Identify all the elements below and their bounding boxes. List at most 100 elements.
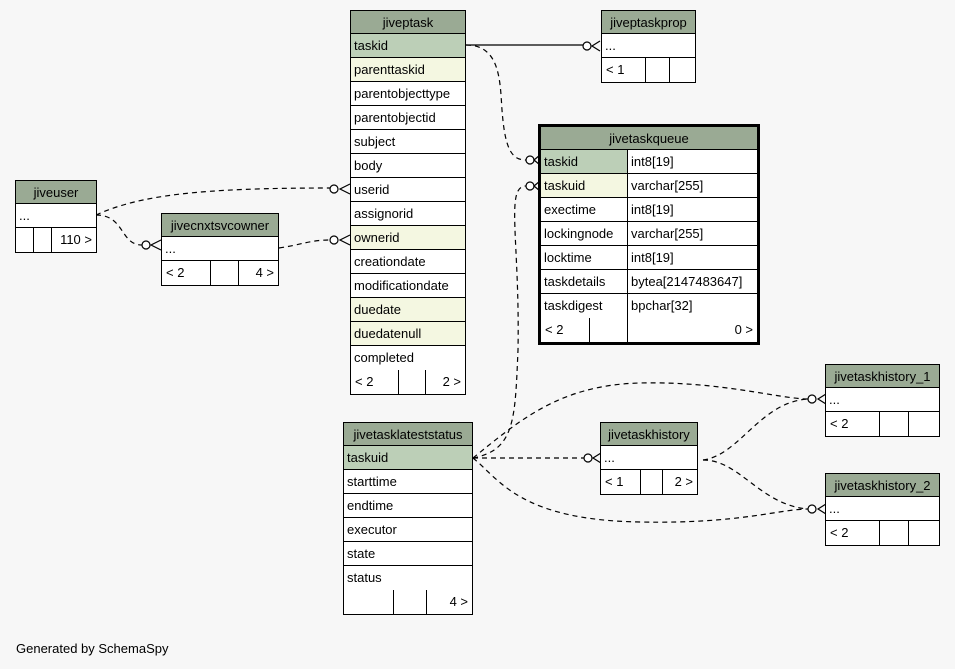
column-row[interactable]: creationdate [351,250,465,274]
table-jivetaskhistory-2[interactable]: jivetaskhistory_2 ... < 2 [825,473,940,546]
column-name: creationdate [354,254,426,269]
column-row[interactable]: body [351,154,465,178]
column-row[interactable]: taskid [351,34,465,58]
table-title[interactable]: jivetaskqueue [541,127,757,150]
column-name: taskdigest [544,298,603,313]
link-history-history2 [702,459,809,510]
column-row[interactable]: modificationdate [351,274,465,298]
footer-cols [34,228,52,252]
table-title[interactable]: jivetaskhistory [601,423,697,446]
column-type: bytea[2147483647] [627,270,757,293]
column-row[interactable]: duedatenull [351,322,465,346]
column-name: parentobjectid [354,110,436,125]
column-ellipsis: ... [16,204,96,228]
column-name: endtime [347,498,394,513]
column-row[interactable]: duedate [351,298,465,322]
table-title[interactable]: jiveptask [351,11,465,34]
column-name: executor [347,522,397,537]
column-name: ownerid [354,230,400,245]
table-jivecnxtsvcowner[interactable]: jivecnxtsvcowner ... < 2 4 > [161,213,279,286]
footer-cols [646,58,670,82]
table-jiveuser[interactable]: jiveuser ... 110 > [15,180,97,253]
column-name: taskuid [544,178,586,193]
column-row[interactable]: taskdetails bytea[2147483647] [541,270,757,294]
column-name: duedate [354,302,401,317]
table-title[interactable]: jivetasklateststatus [344,423,472,446]
column-row[interactable]: subject [351,130,465,154]
link-user-userid [95,187,331,216]
footer-children: 4 > [255,265,274,280]
column-row[interactable]: parentobjecttype [351,82,465,106]
column-row[interactable]: assignorid [351,202,465,226]
footer-cols [880,412,909,436]
column-name: subject [354,134,396,149]
column-type: varchar[255] [627,174,757,197]
column-ellipsis: ... [602,34,695,58]
column-row[interactable]: taskid int8[19] [541,150,757,174]
link-latest-history2 [472,457,809,523]
footer-cols [394,590,427,614]
column-ellipsis: ... [162,237,278,261]
column-name: taskid [544,154,578,169]
link-history-history1 [702,398,809,461]
column-row[interactable]: userid [351,178,465,202]
column-ellipsis: ... [826,388,939,412]
table-jivetaskhistory-1[interactable]: jivetaskhistory_1 ... < 2 [825,364,940,437]
footer-parents [16,228,34,252]
table-jiveptaskprop[interactable]: jiveptaskprop ... < 1 [601,10,696,83]
table-jivetasklateststatus[interactable]: jivetasklateststatus taskuid starttime end… [343,422,473,615]
column-name: userid [354,182,390,197]
footer-children: 2 > [674,474,693,489]
column-row[interactable]: starttime [344,470,472,494]
footer-parents: < 2 [826,412,880,436]
column-name: exectime [544,202,597,217]
column-name: modificationdate [354,278,449,293]
column-row[interactable]: status [344,566,472,590]
footer-children: 110 > [60,232,92,247]
column-type: int8[19] [627,150,757,173]
table-title[interactable]: jivecnxtsvcowner [162,214,278,237]
column-row[interactable]: state [344,542,472,566]
column-row[interactable]: taskuid [344,446,472,470]
table-title[interactable]: jivetaskhistory_2 [826,474,939,497]
column-row[interactable]: parentobjectid [351,106,465,130]
footer-children: 4 > [449,594,468,609]
column-name: taskdetails [544,274,606,289]
column-ellipsis: ... [601,446,697,470]
column-name: taskid [354,38,388,53]
table-footer: < 1 [602,58,695,82]
footer-children: 0 > [734,322,753,337]
table-title[interactable]: jivetaskhistory_1 [826,365,939,388]
column-row[interactable]: ownerid [351,226,465,250]
footer-children [909,412,939,436]
link-cnxt-ownerid [278,239,331,249]
table-title[interactable]: jiveuser [16,181,96,204]
footer-parents: < 2 [826,521,880,545]
footer-parents: < 2 [541,318,590,342]
table-footer: 110 > [16,228,96,252]
column-name: starttime [347,474,397,489]
column-row[interactable]: parenttaskid [351,58,465,82]
link-latest-history1 [472,382,809,459]
table-footer: < 2 [826,412,939,436]
table-title[interactable]: jiveptaskprop [602,11,695,34]
table-footer: < 2 4 > [162,261,278,285]
column-row[interactable]: executor [344,518,472,542]
table-jivetaskqueue[interactable]: jivetaskqueue taskid int8[19] taskuid varch… [538,124,760,345]
footer-cols [641,470,663,494]
column-row[interactable]: taskuid varchar[255] [541,174,757,198]
column-row[interactable]: completed [351,346,465,370]
table-footer: 4 > [344,590,472,614]
column-type: int8[19] [627,246,757,269]
link-crowfoot [590,40,601,52]
column-ellipsis: ... [826,497,939,521]
link-user-cnxt [95,214,143,246]
column-row[interactable]: endtime [344,494,472,518]
table-jivetaskhistory[interactable]: jivetaskhistory ... < 1 2 > [600,422,698,495]
